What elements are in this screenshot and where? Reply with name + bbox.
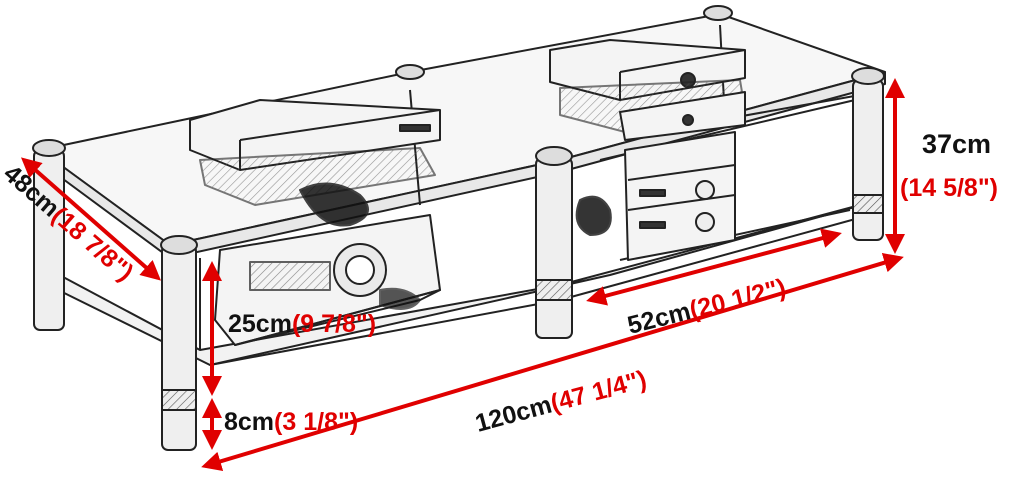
device-receiver-stack: [549, 39, 746, 141]
inner-height-imperial-label: (9 7/8"): [292, 310, 376, 338]
height-imperial-label: (14 5/8"): [900, 174, 998, 202]
height-metric-label: 37cm: [922, 129, 991, 159]
compartment-width-metric-label: 52cm: [625, 297, 694, 340]
leg-height-label: 8cm(3 1/8"): [224, 408, 358, 436]
depth-arrow: [20, 157, 162, 281]
top-shelf: [39, 13, 886, 259]
tv-stand-sketch: [32, 5, 886, 451]
dimension-arrows: [20, 78, 905, 471]
device-amplifier: [624, 131, 736, 261]
width-metric-label: 120cm: [472, 391, 554, 438]
width-arrow: [201, 253, 904, 471]
leg-height-imperial-label: (3 1/8"): [274, 408, 358, 436]
inner-height-label: 25cm(9 7/8"): [228, 310, 376, 338]
device-dvd-player: [189, 99, 441, 206]
width-imperial-label: (47 1/4"): [548, 365, 650, 417]
compartment-width-imperial-label: (20 1/2"): [687, 273, 789, 324]
inner-height-metric-label: 25cm: [228, 310, 292, 338]
leg-height-metric-label: 8cm: [224, 408, 274, 436]
